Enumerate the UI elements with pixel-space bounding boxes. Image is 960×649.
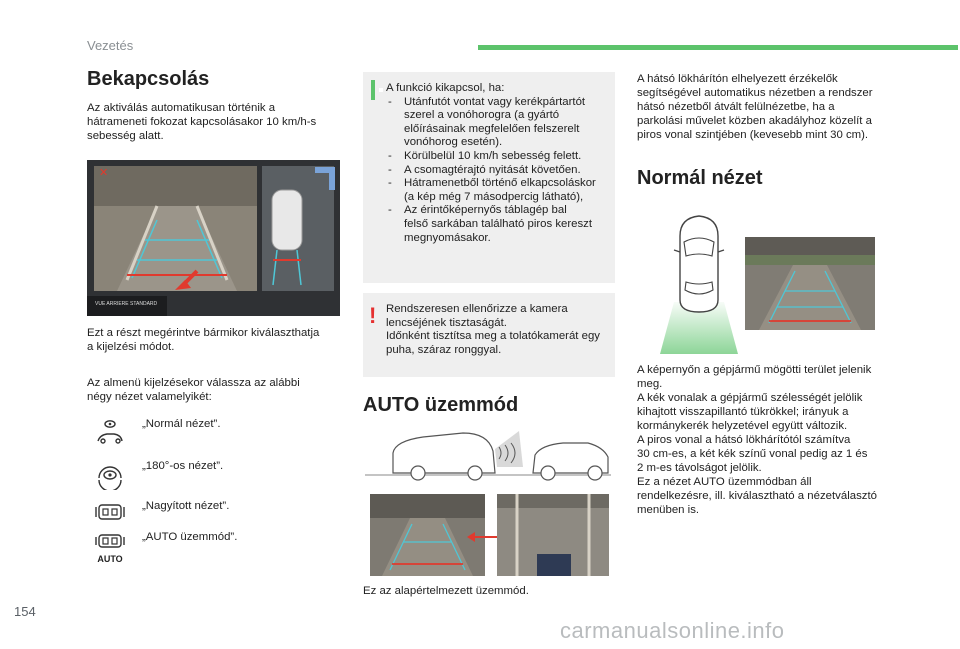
info-list: Utánfutót vontat vagy kerékpártartótszer… <box>386 96 609 246</box>
list-item: A csomagtérajtó nyitását követően. <box>386 164 609 178</box>
screen-standard-view-image: ✕ VUE ARRIERE STANDARD <box>87 160 340 316</box>
warning-text: Rendszeresen ellenőrizze a kamera lencsé… <box>386 303 601 356</box>
option-180-view: „180°-os nézet”. <box>142 460 224 472</box>
section-accent-bar <box>478 45 958 50</box>
title-bekapcsolas: Bekapcsolás <box>87 68 210 90</box>
auto-mode-cars-illustration <box>363 423 615 487</box>
warning-icon: ! <box>369 303 377 328</box>
after-image-text: Ezt a részt megérintve bármikor kiválasz… <box>87 327 320 353</box>
180-view-icon <box>95 462 125 492</box>
normal-view-car-illustration <box>660 212 738 354</box>
info-box: A funkció kikapcsol, ha: Utánfutót vonta… <box>363 72 615 283</box>
list-item: Utánfutót vontat vagy kerékpártartótszer… <box>386 96 609 150</box>
right-intro: A hátsó lökhárítón elhelyezett érzékelők… <box>637 73 873 141</box>
watermark: carmanualsonline.info <box>560 618 785 643</box>
info-icon <box>371 80 383 100</box>
auto-top-view-image <box>497 494 609 576</box>
section-label: Vezetés <box>87 38 134 53</box>
info-text: A funkció kikapcsol, ha: Utánfutót vonta… <box>386 82 609 245</box>
auto-rear-camera-image <box>370 494 485 576</box>
submenu-text: Az almenü kijelzésekor válassza az alább… <box>87 377 300 403</box>
screen-caption: VUE ARRIERE STANDARD <box>95 301 158 307</box>
title-auto-mode: AUTO üzemmód <box>363 394 519 416</box>
list-item: Hátramenetből történő elkapcsoláskor(a k… <box>386 177 609 204</box>
normal-view-camera-image <box>745 237 875 330</box>
auto-mode-icon: AUTO <box>95 532 125 564</box>
option-zoom-view: „Nagyított nézet”. <box>142 500 230 512</box>
normal-view-description: A képernyőn a gépjármű mögötti terület j… <box>637 364 877 516</box>
title-normal-view: Normál nézet <box>637 167 763 189</box>
zoom-view-icon <box>95 499 125 527</box>
list-item: Körülbelül 10 km/h sebesség felett. <box>386 150 609 164</box>
warning-box: ! Rendszeresen ellenőrizze a kamera lenc… <box>363 293 615 377</box>
option-normal-view: „Normál nézet”. <box>142 418 221 430</box>
page-number: 154 <box>14 604 36 619</box>
normal-view-icon <box>95 418 125 446</box>
option-auto-mode: „AUTO üzemmód”. <box>142 531 238 543</box>
svg-text:✕: ✕ <box>99 167 108 179</box>
auto-icon-text: AUTO <box>97 554 123 564</box>
auto-mode-caption: Ez az alapértelmezett üzemmód. <box>363 585 529 597</box>
standard-view-screen-illustration: ✕ <box>87 160 340 316</box>
left-intro: Az aktiválás automatikusan történik a há… <box>87 102 317 142</box>
